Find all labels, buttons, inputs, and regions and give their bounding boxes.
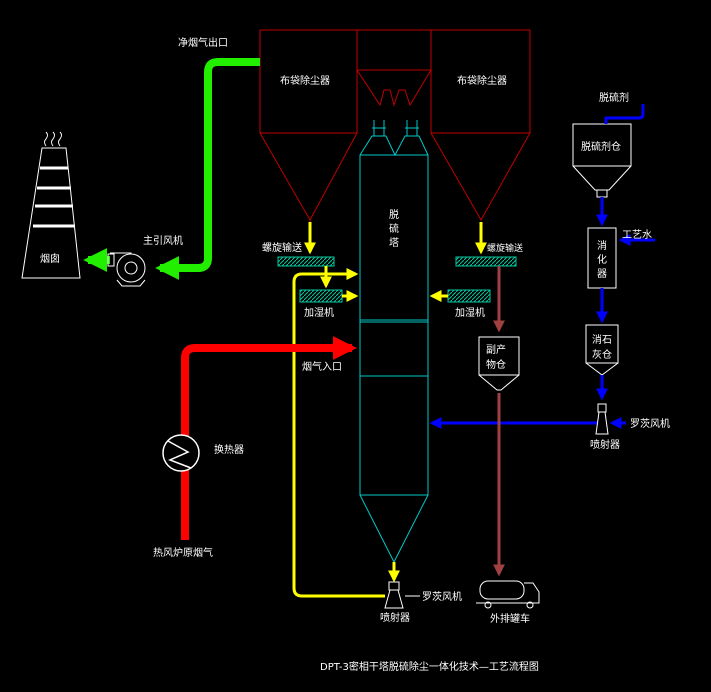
roots-blower-bottom-label: 罗茨风机 [422, 590, 462, 603]
heat-exchanger [162, 434, 200, 472]
tower-label-1: 脱 [389, 208, 399, 221]
screw-conveyor-left [277, 256, 335, 267]
hot-stove-gas-label: 热风炉原烟气 [153, 546, 213, 559]
slaker-label-1: 消 [597, 239, 607, 252]
byproduct-bin-label-1: 副产 [486, 343, 506, 356]
bag-filter-right [430, 29, 531, 222]
slaker-label-3: 器 [597, 268, 607, 280]
roots-blower-right-label: 罗茨风机 [630, 417, 670, 430]
bag-filter-left-label: 布袋除尘器 [280, 74, 330, 87]
ejector-right-label: 喷射器 [590, 439, 620, 451]
desulfurizer-bin-label: 脱硫剂仓 [581, 140, 621, 153]
tower-label-3: 塔 [389, 236, 399, 249]
sorbent-lines [429, 104, 655, 429]
tank-truck [476, 580, 540, 609]
hot-gas-line [181, 336, 357, 540]
clean-gas-line [83, 58, 260, 280]
chimney-label: 烟囱 [40, 252, 60, 265]
screw-conveyor-left-label: 螺旋输送 [262, 241, 302, 254]
chimney [21, 131, 81, 279]
byproduct-bin [478, 336, 520, 391]
lime-bin-label-2: 灰仓 [592, 348, 612, 361]
screw-conveyor-right [455, 256, 517, 267]
heat-exchanger-label: 换热器 [214, 443, 244, 456]
flue-gas-inlet-label: 烟气入口 [302, 360, 342, 373]
diagram-caption: DPT-3密相干塔脱硫除尘一体化技术—工艺流程图 [320, 660, 539, 673]
process-water-label: 工艺水 [622, 229, 652, 241]
material-flow-lines [292, 222, 487, 598]
lime-bin-label-1: 消石 [592, 333, 612, 346]
byproduct-bin-label-2: 物仓 [486, 358, 506, 371]
slaker-label-2: 化 [597, 253, 607, 266]
ejector-bottom-label: 喷射器 [380, 612, 410, 624]
humidifier-right-label: 加湿机 [455, 306, 485, 319]
bag-filter-right-label: 布袋除尘器 [457, 74, 507, 87]
desulfurizer-agent-label: 脱硫剂 [599, 91, 629, 104]
humidifier-left-label: 加湿机 [304, 306, 334, 319]
tower-label-2: 硫 [389, 222, 399, 235]
desulfurization-tower [359, 120, 429, 564]
tank-truck-label: 外排罐车 [490, 612, 530, 625]
ejector-bottom [384, 581, 404, 609]
screw-conveyor-right-label: 螺旋输送 [487, 242, 523, 254]
main-fan-label: 主引风机 [143, 234, 183, 247]
desulfurizer-bin [572, 123, 632, 198]
main-fan [107, 252, 146, 287]
bag-filter-left [259, 29, 358, 222]
ejector-right [595, 403, 609, 435]
humidifier-right [447, 289, 491, 303]
filter-top-connector [356, 29, 432, 107]
clean-gas-outlet-label: 净烟气出口 [178, 36, 228, 49]
humidifier-left [299, 289, 343, 303]
